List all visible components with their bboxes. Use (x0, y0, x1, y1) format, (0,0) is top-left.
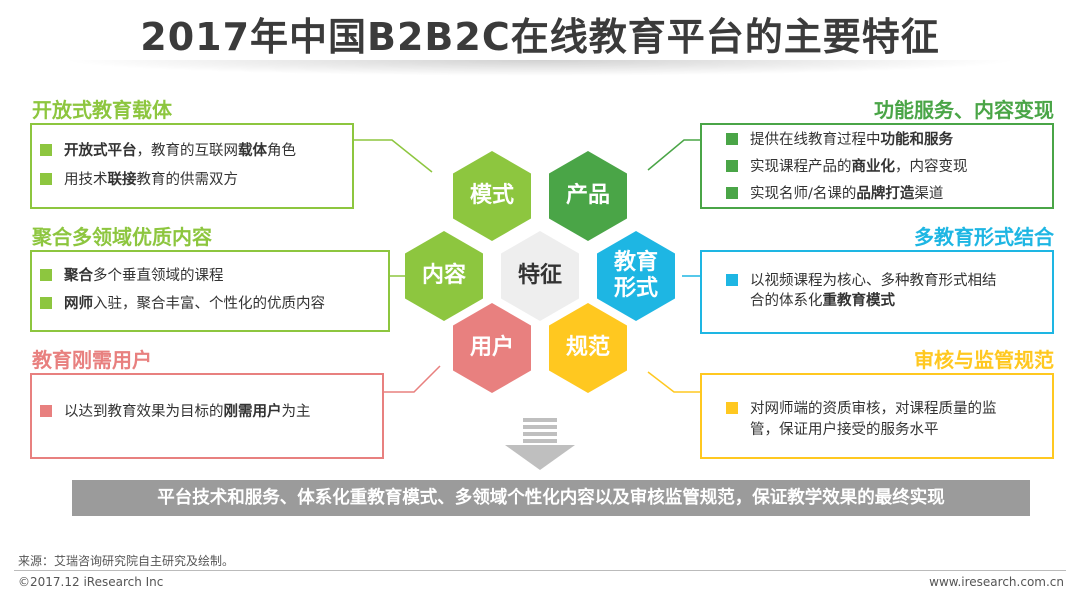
source-note: 来源：艾瑞咨询研究院自主研究及绘制。 (18, 554, 235, 568)
hex-norm-label: 规范 (565, 335, 610, 360)
hex-form-line2: 形式 (613, 276, 658, 301)
list-item: 实现课程产品的商业化，内容变现 (726, 157, 968, 177)
box-essential-users (30, 373, 384, 459)
connector-right3 (647, 371, 700, 393)
list-item: 以达到教育效果为目标的刚需用户为主 (40, 402, 311, 422)
hex-mode (453, 151, 531, 241)
section-title-function-service: 功能服务、内容变现 (874, 98, 1054, 122)
hex-product (549, 151, 627, 241)
hex-user (453, 303, 531, 393)
bullet-icon (40, 297, 52, 309)
bullet-icon (40, 144, 52, 156)
website-link[interactable]: www.iresearch.com.cn (929, 575, 1064, 589)
section-title-education-forms: 多教育形式结合 (914, 225, 1054, 249)
box-education-forms (700, 250, 1054, 334)
hex-form-line1: 教育 (613, 250, 658, 275)
bullet-icon (40, 269, 52, 281)
list-item: 实现名师/名课的品牌打造渠道 (726, 184, 943, 204)
hex-content (405, 231, 483, 321)
title-shadow (60, 60, 1020, 76)
bullet-icon (726, 187, 738, 199)
section-title-aggregate-content: 聚合多领域优质内容 (32, 225, 212, 249)
section-title-essential-users: 教育刚需用户 (32, 348, 152, 372)
list-item-continuation: 管，保证用户接受的服务水平 (750, 422, 939, 438)
bullet-icon (726, 160, 738, 172)
copyright: ©2017.12 iResearch Inc (18, 575, 164, 589)
hex-form (597, 231, 675, 321)
list-item: 用技术联接教育的供需双方 (40, 170, 238, 190)
conclusion-banner: 平台技术和服务、体系化重教育模式、多领域个性化内容以及审核监管规范，保证教学效果… (72, 480, 1030, 516)
list-item: 聚合多个垂直领域的课程 (40, 266, 224, 286)
hex-center-label: 特征 (517, 263, 562, 288)
hex-center (501, 231, 579, 321)
list-item-continuation: 合的体系化重教育模式 (750, 293, 895, 309)
box-audit-regulation (700, 373, 1054, 459)
hex-form-label: 教育 形式 (606, 250, 666, 302)
down-arrow-icon (505, 418, 575, 476)
list-item: 以视频课程为核心、多种教育形式相结 (726, 271, 997, 291)
bullet-icon (726, 274, 738, 286)
hex-user-label: 用户 (469, 335, 514, 360)
bullet-icon (726, 402, 738, 414)
hex-mode-label: 模式 (469, 183, 514, 208)
list-item: 开放式平台，教育的互联网载体角色 (40, 141, 296, 161)
hex-product-label: 产品 (565, 183, 610, 208)
section-title-open-carrier: 开放式教育载体 (32, 98, 172, 122)
bullet-icon (726, 133, 738, 145)
connector-left1 (354, 139, 433, 173)
page-title: 2017年中国B2B2C在线教育平台的主要特征 (140, 15, 940, 59)
hex-content-label: 内容 (421, 263, 466, 288)
list-item: 对网师端的资质审核，对课程质量的监 (726, 399, 997, 419)
box-open-carrier (30, 123, 354, 209)
hex-norm (549, 303, 627, 393)
box-function-service (700, 123, 1054, 209)
box-aggregate-content (30, 250, 390, 332)
bullet-icon (40, 405, 52, 417)
footer-divider (14, 570, 1066, 571)
section-title-audit-regulation: 审核与监管规范 (914, 348, 1054, 372)
connector-right1 (647, 139, 700, 171)
list-item: 网师入驻，聚合丰富、个性化的优质内容 (40, 294, 325, 314)
list-item: 提供在线教育过程中功能和服务 (726, 130, 953, 150)
connector-left3 (384, 365, 441, 393)
bullet-icon (40, 173, 52, 185)
